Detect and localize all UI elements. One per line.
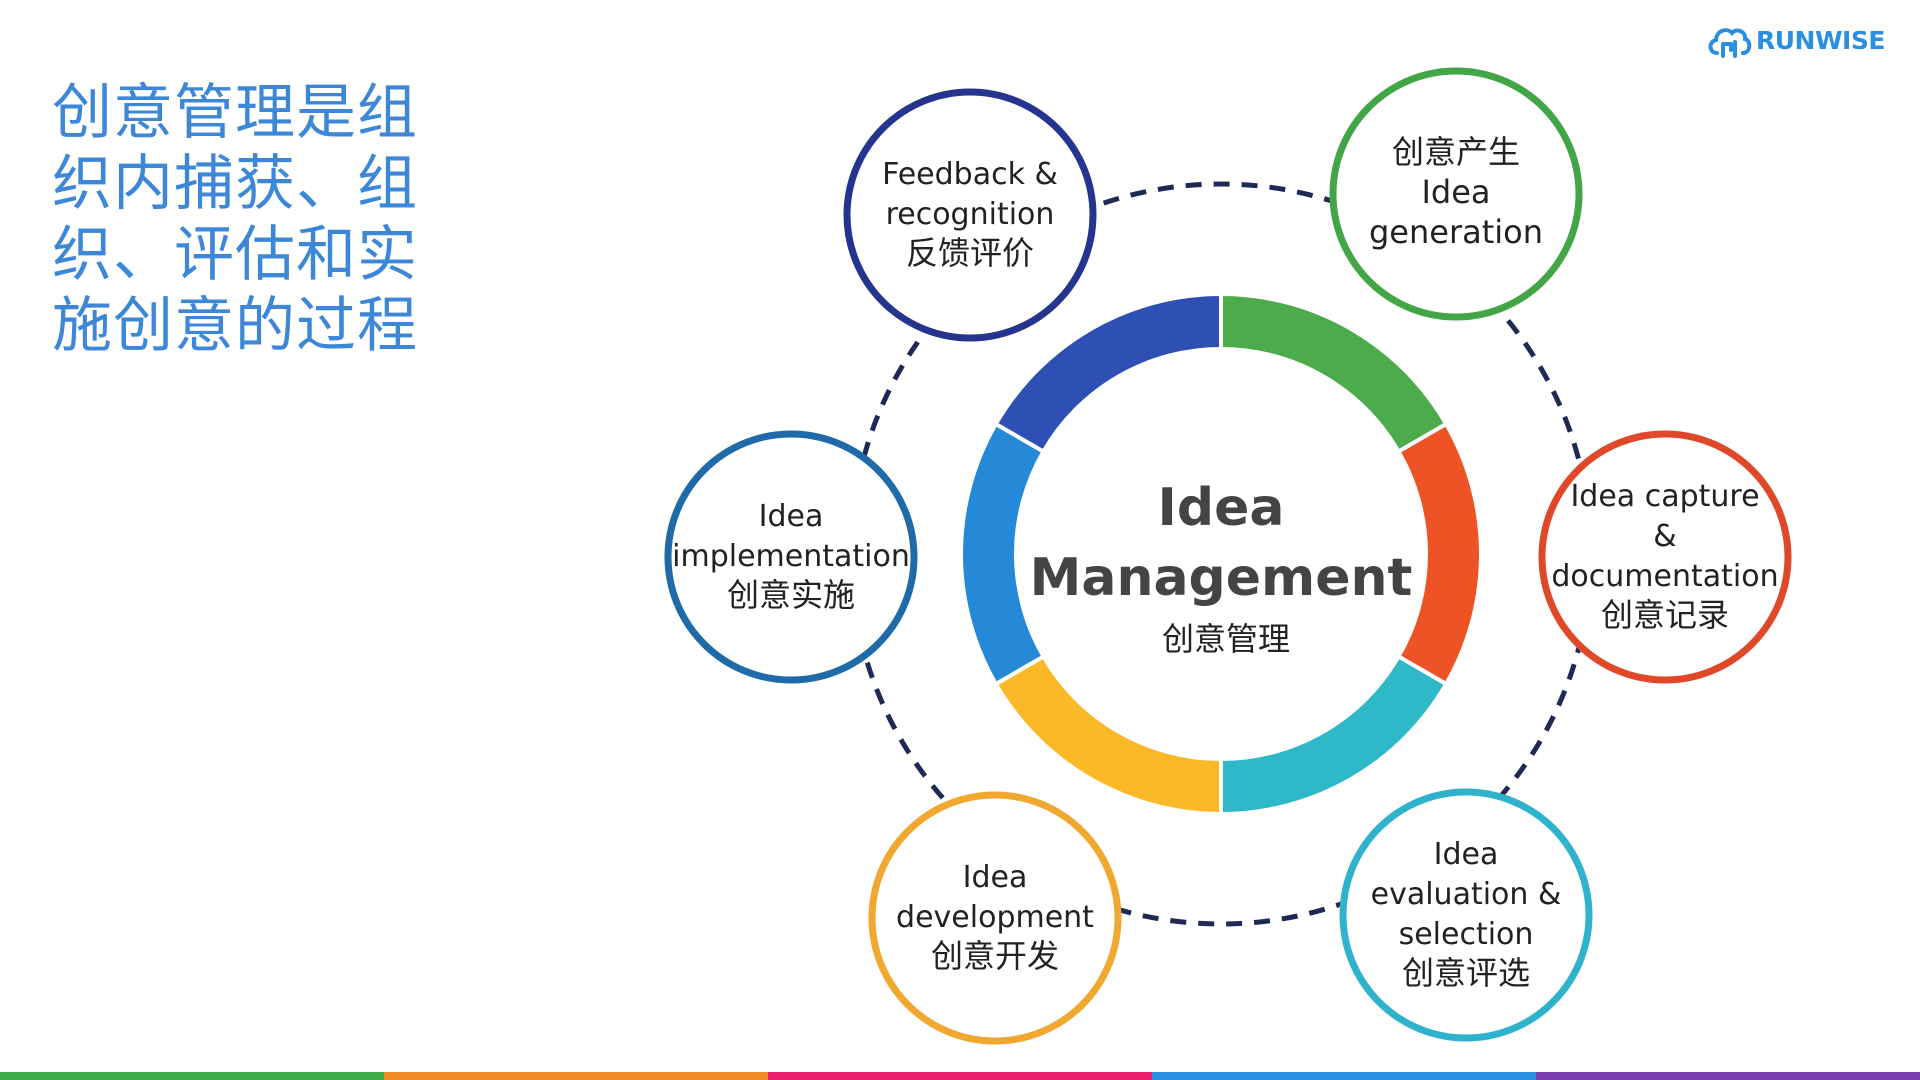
slide-heading: 创意管理是组织内捕获、组织、评估和实施创意的过程: [52, 78, 418, 361]
bottom-bar-segment: [384, 1072, 768, 1080]
node-label-line: selection: [1399, 917, 1534, 952]
center-disc: [1016, 349, 1426, 759]
center-title-line1: Idea: [1158, 478, 1285, 538]
center-title-line2: Management: [1030, 548, 1413, 608]
bottom-bar-segment: [1536, 1072, 1920, 1080]
node-label-line: Idea: [1434, 837, 1499, 872]
node-label-line: 创意产生: [1392, 133, 1520, 171]
center-color-ring: [959, 291, 1483, 817]
cloud-logo-icon: [1708, 28, 1752, 58]
node-label-line: 创意实施: [727, 576, 855, 614]
node-label-line: 创意开发: [931, 937, 1059, 975]
node-circle: [664, 430, 918, 684]
node-label-line: documentation: [1551, 559, 1778, 594]
node-label-line: Idea: [963, 860, 1028, 895]
node-circle: [1339, 788, 1593, 1042]
bottom-bar-segment: [0, 1072, 384, 1080]
center-subtitle: 创意管理: [1162, 620, 1290, 658]
node-label-line: Idea capture: [1570, 479, 1759, 514]
node-circle: [1329, 67, 1583, 321]
bottom-color-bar: [0, 1072, 1920, 1080]
logo-text: RUNWISE: [1756, 25, 1885, 55]
node-label-line: implementation: [672, 539, 910, 574]
node-circle: [868, 791, 1122, 1045]
runwise-logo: RUNWISE: [1706, 18, 1885, 62]
node-label-line: recognition: [886, 197, 1055, 232]
node-label-line: evaluation &: [1371, 877, 1562, 912]
node-circle: [843, 88, 1097, 342]
node-label-line: 反馈评价: [906, 234, 1034, 272]
node-circle: [1538, 430, 1792, 684]
bottom-bar-segment: [768, 1072, 1152, 1080]
bottom-bar-segment: [1152, 1072, 1536, 1080]
node-label-line: 创意评选: [1402, 954, 1530, 992]
node-label-line: development: [896, 900, 1094, 935]
node-label-line: generation: [1369, 213, 1543, 251]
node-label-line: &: [1653, 519, 1676, 554]
node-label-line: 创意记录: [1601, 596, 1729, 634]
node-label-line: Feedback &: [882, 157, 1058, 192]
node-label-line: Idea: [759, 499, 824, 534]
node-label-line: Idea: [1421, 173, 1490, 211]
